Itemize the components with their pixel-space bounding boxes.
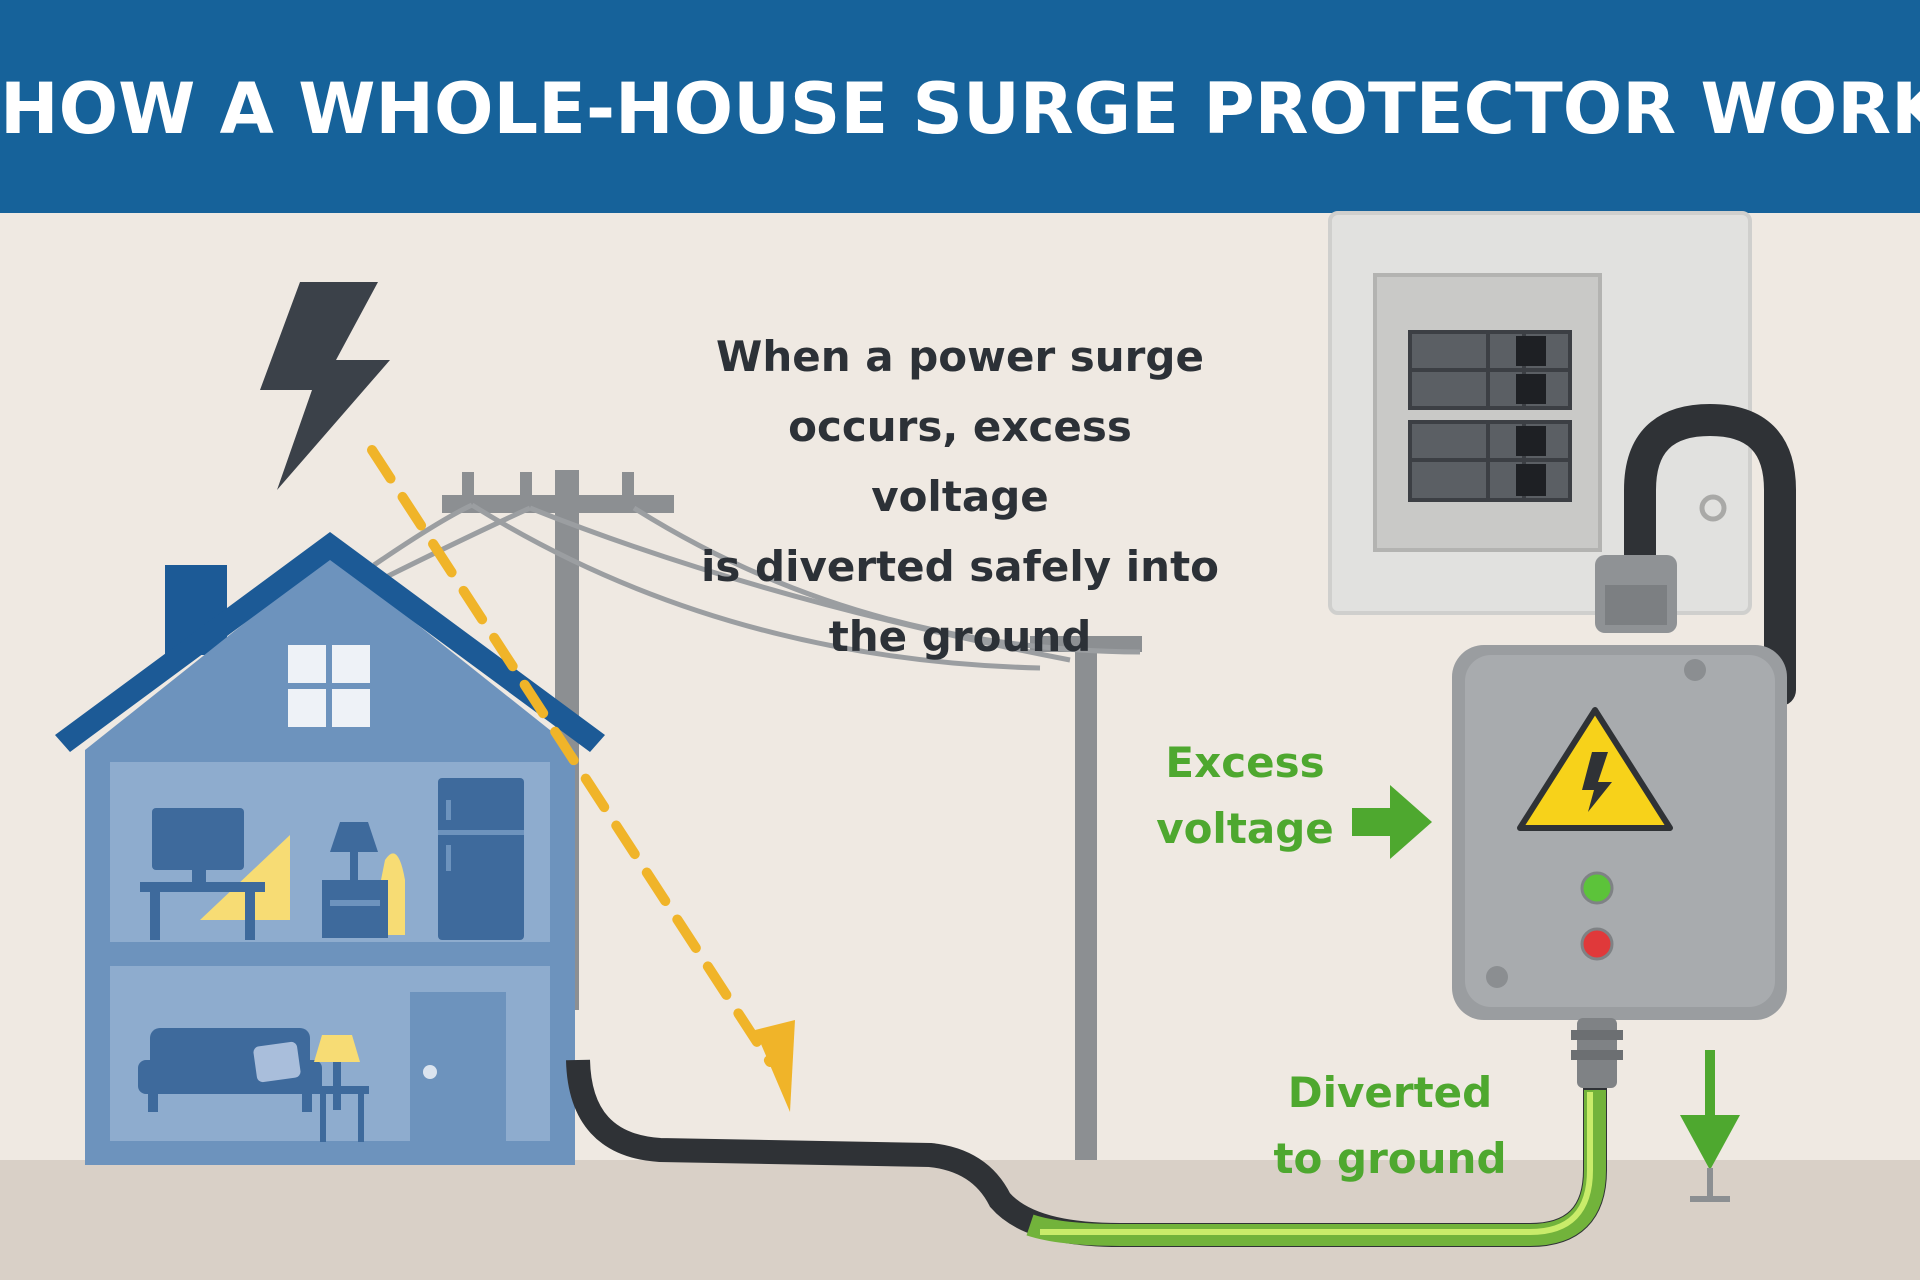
lightning-bolt-icon	[260, 282, 390, 490]
surge-protector-device	[1452, 555, 1787, 1088]
house	[55, 532, 605, 1165]
caption-line: is diverted safely into	[700, 542, 1220, 591]
caption-line: occurs, excess voltage	[788, 402, 1132, 521]
breaker-row-1	[1408, 330, 1572, 410]
high-voltage-warning-icon	[1517, 707, 1673, 831]
excess-voltage-label: Excess voltage	[1150, 730, 1340, 862]
breaker-row-2	[1408, 420, 1572, 502]
surge-path	[367, 445, 795, 1112]
ground-strip	[0, 1160, 1920, 1280]
explanation-caption: When a power surge occurs, excess voltag…	[700, 322, 1220, 672]
panel-cable	[1624, 403, 1796, 706]
floor-lamp	[314, 1035, 369, 1142]
label-line: to ground	[1273, 1134, 1507, 1183]
attic-window	[288, 645, 370, 727]
diverted-to-ground-label: Diverted to ground	[1270, 1060, 1510, 1192]
ground-arrow-icon	[1680, 1050, 1740, 1202]
door	[410, 992, 506, 1142]
label-line: Diverted	[1287, 1068, 1493, 1117]
page-title: HOW A WHOLE-HOUSE SURGE PROTECTOR WORKS	[0, 68, 1920, 150]
desk-with-computer	[140, 808, 290, 940]
status-light-red	[1580, 927, 1614, 961]
table-lamp	[322, 822, 405, 938]
caption-line: the ground	[828, 612, 1092, 661]
label-line: voltage	[1156, 804, 1334, 853]
right-arrow-icon	[1352, 785, 1432, 859]
caption-line: When a power surge	[716, 332, 1204, 381]
status-light-green	[1580, 871, 1614, 905]
refrigerator	[438, 778, 524, 940]
label-line: Excess	[1165, 738, 1325, 787]
ground-cable-highlight	[1040, 1092, 1593, 1235]
header-banner	[0, 0, 1920, 213]
sofa	[138, 1028, 322, 1112]
